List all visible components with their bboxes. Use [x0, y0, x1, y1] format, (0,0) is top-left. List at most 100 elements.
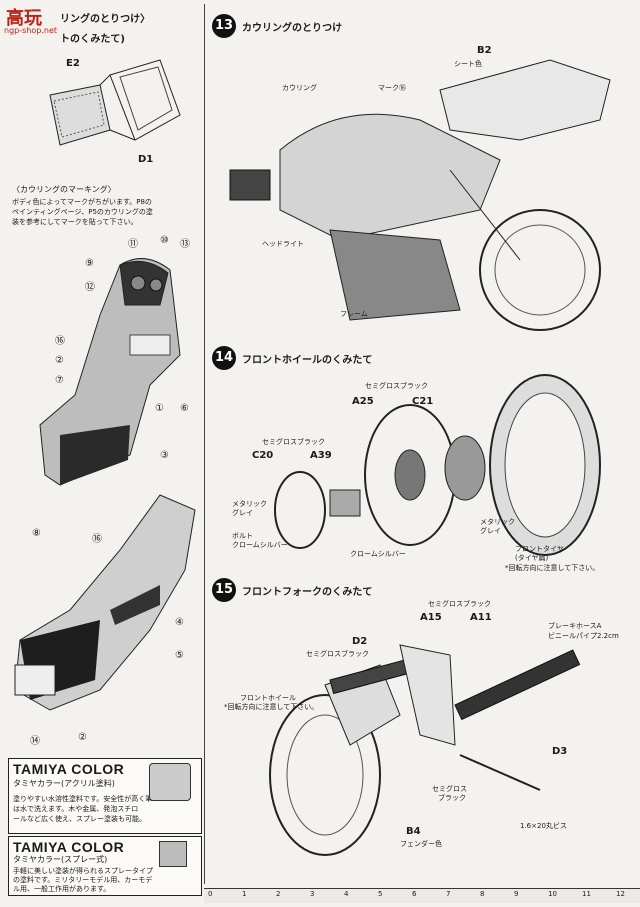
marking-body-1: ボディ色によってマークがちがいます。P8の — [12, 198, 152, 206]
tamiya-body-1a: 塗りやすい水溶性塗料です。安全性が高く筆 — [13, 795, 153, 803]
ruler-tick-label: 6 — [412, 890, 417, 898]
step15-semigloss: セミグロス — [432, 785, 467, 793]
step15-a11: A11 — [470, 612, 492, 623]
step14-sgb-top: セミグロスブラック — [365, 382, 428, 390]
callout-16: ⑯ — [55, 336, 65, 347]
ruler-tick-label: 12 — [616, 890, 625, 898]
tamiya-color-box-2: TAMIYA COLOR タミヤカラー(スプレー式) 手軽に美しい塗装が得られる… — [8, 836, 202, 896]
step15-rotation-note: *回転方向に注意して下さい。 — [224, 703, 319, 711]
callout-2: ② — [55, 355, 64, 366]
tamiya-sub-1: タミヤカラー(アクリル塗料) — [13, 779, 115, 788]
step13-frame: フレーム — [340, 310, 368, 318]
step13-cowling: カウリング — [282, 84, 317, 92]
step14-grey-2: グレイ — [480, 527, 501, 535]
left-top-subtitle: トのくみたて) — [60, 34, 125, 45]
step15-b4: B4 — [406, 826, 421, 837]
tamiya-body-1c: ールなど広く使え、スプレー塗装も可能。 — [13, 815, 146, 823]
step15-a15: A15 — [420, 612, 442, 623]
cowling-marking-drawing-b — [14, 494, 196, 711]
step14-a25: A25 — [352, 396, 374, 407]
step14-tire-sub: (タイヤ扁) — [515, 554, 549, 562]
step15-d2: D2 — [352, 636, 368, 647]
step-15-title: フロントフォークのくみたて — [242, 587, 373, 598]
step-15-number: 15 — [212, 578, 236, 602]
step15-sgb-left: セミグロスブラック — [306, 650, 369, 658]
step14-front-tire: フロントタイヤ — [515, 545, 564, 553]
step-13-motorcycle-drawing — [229, 59, 611, 331]
step-14-title: フロントホイールのくみたて — [242, 355, 373, 366]
callout-b-16: ⑯ — [92, 534, 102, 545]
paint-jar-icon — [149, 763, 191, 801]
tamiya-color-box-1: TAMIYA COLOR タミヤカラー(アクリル塗料) 塗りやすい水溶性塗料です… — [8, 758, 202, 834]
step-15-fork-drawing — [269, 644, 581, 856]
tamiya-sub-2: タミヤカラー(スプレー式) — [13, 855, 108, 864]
ruler-tick-label: 8 — [480, 890, 485, 898]
step15-sgb-top: セミグロスブラック — [428, 600, 491, 608]
step13-mark: マーク⑯ — [378, 84, 406, 92]
marking-body-3: 装を参考にしてマークを貼って下さい。 — [12, 218, 138, 226]
cowling-marking-drawing-a — [39, 258, 181, 486]
step15-brake-hose: ブレーキホースA — [548, 622, 602, 630]
callout-b-4: ④ — [175, 617, 184, 628]
ruler-tick-label: 11 — [582, 890, 591, 898]
step13-part-b2: B2 — [477, 45, 492, 56]
callout-7: ⑦ — [55, 375, 64, 386]
callout-b-5: ⑤ — [175, 650, 184, 661]
tamiya-body-2b: の塗料です。ミリタリーモデル用、カーモデ — [13, 876, 153, 884]
tamiya-body-2c: ル用、一般工作用があります。 — [13, 885, 111, 893]
step15-fender-color: フェンダー色 — [400, 840, 442, 848]
marking-body-2: ペインティングページ、P5のカウリングの塗 — [12, 208, 153, 216]
ruler-tick-label: 0 — [208, 890, 213, 898]
step15-black: ブラック — [438, 794, 466, 802]
ruler-tick-label: 5 — [378, 890, 383, 898]
ruler-tick-label: 9 — [514, 890, 519, 898]
tamiya-body-2a: 手軽に美しい塗装が得られるスプレータイプ — [13, 867, 153, 875]
callout-6: ⑥ — [180, 403, 189, 414]
ruler-tick-label: 4 — [344, 890, 349, 898]
part-d1: D1 — [138, 154, 154, 165]
callout-8: ⑧ — [32, 528, 41, 539]
callout-13: ⑬ — [180, 239, 190, 250]
tamiya-brand-2: TAMIYA COLOR — [13, 839, 125, 855]
step14-sgb-mid: セミグロスブラック — [262, 438, 325, 446]
tamiya-brand-1: TAMIYA COLOR — [13, 761, 125, 777]
callout-9: ⑨ — [85, 258, 94, 269]
ruler-tick-label: 10 — [548, 890, 557, 898]
callout-b-14: ⑭ — [30, 736, 40, 747]
step-13-number: 13 — [212, 14, 236, 38]
left-top-title: リングのとりつけ〉 — [60, 14, 151, 25]
headlight-assembly-drawing — [49, 59, 181, 146]
step15-vinyl-pipe: ビニールパイプ2.2cm — [548, 632, 619, 640]
step14-chrome-2: クロームシルバー — [350, 550, 406, 558]
step-14-wheel-drawing — [274, 374, 601, 556]
callout-11: ⑪ — [128, 239, 138, 250]
spray-can-icon — [159, 841, 187, 867]
step14-rotation-note: *回転方向に注意して下さい。 — [505, 564, 600, 572]
callout-12: ⑫ — [85, 282, 95, 293]
ruler-tick-label: 3 — [310, 890, 315, 898]
callout-10: ⑩ — [160, 235, 169, 246]
watermark-url: ngp-shop.net — [4, 26, 57, 35]
step15-screw: 1.6×20丸ビス — [520, 822, 567, 830]
step15-front-wheel: フロントホイール — [240, 694, 296, 702]
column-divider — [204, 4, 205, 884]
watermark-logo: 高玩 — [6, 8, 42, 29]
step-13-title: カウリングのとりつけ — [242, 23, 343, 34]
step14-a39: A39 — [310, 450, 332, 461]
callout-1: ① — [155, 403, 164, 414]
callout-b-2: ② — [78, 732, 87, 743]
ruler-tick-label: 1 — [242, 890, 247, 898]
step-14-number: 14 — [212, 346, 236, 370]
step14-metallic-1: メタリック — [232, 500, 267, 508]
callout-3: ③ — [160, 450, 169, 461]
step14-grey-1: グレイ — [232, 509, 253, 517]
step13-headlight: ヘッドライト — [262, 240, 304, 248]
step14-metallic-2: メタリック — [480, 518, 515, 526]
step14-chrome-1: クロームシルバー — [232, 541, 288, 549]
part-e2: E2 — [66, 58, 80, 69]
step14-c20: C20 — [252, 450, 274, 461]
marking-title: 〈カウリングのマーキング〉 — [12, 185, 116, 194]
ruler-tick-label: 7 — [446, 890, 451, 898]
tamiya-body-1b: は水で洗えます。木や金属、発泡スチロ — [13, 805, 139, 813]
